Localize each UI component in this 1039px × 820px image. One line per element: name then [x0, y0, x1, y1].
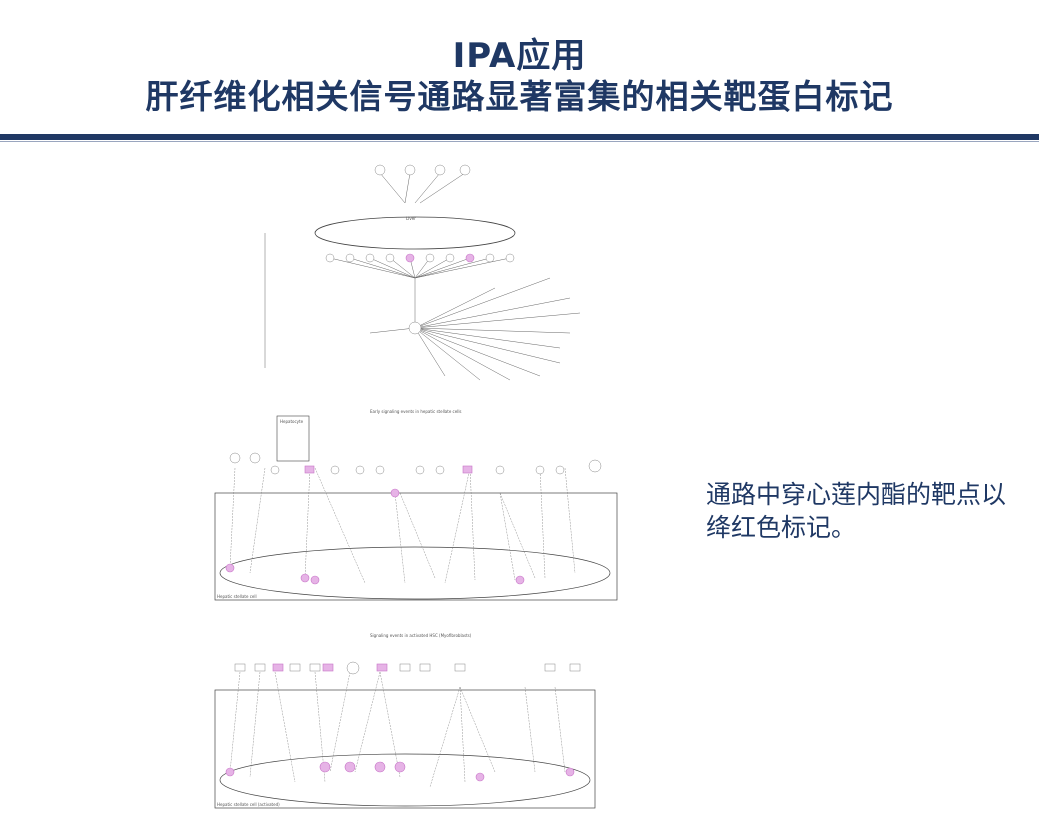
- pathway-diagram-activated-hsc: Signaling events in activated HSC (Myofi…: [214, 633, 596, 809]
- slide-subtitle: 肝纤维化相关信号通路显著富集的相关靶蛋白标记: [145, 77, 894, 116]
- diagram3-title: Signaling events in activated HSC (Myofi…: [370, 633, 472, 638]
- header-divider-thin: [0, 141, 1039, 142]
- diagram2-title: Early signaling events in hepatic stella…: [370, 409, 462, 414]
- liver-label: Liver: [406, 216, 416, 221]
- hepatocyte-label: Hepatocyte: [280, 419, 304, 424]
- pathway-diagram-overview: Liver: [264, 164, 581, 381]
- pathway-diagram-early-signaling: Early signaling events in hepatic stella…: [214, 409, 618, 601]
- activated-hsc-label: Hepatic stellate cell (activated): [217, 802, 280, 807]
- slide-title: IPA应用: [452, 36, 587, 76]
- header-divider: [0, 134, 1039, 140]
- legend-note: 通路中穿心莲内酯的靶点以绛红色标记。: [706, 480, 1007, 542]
- hsc-label: Hepatic stellate cell: [217, 594, 257, 599]
